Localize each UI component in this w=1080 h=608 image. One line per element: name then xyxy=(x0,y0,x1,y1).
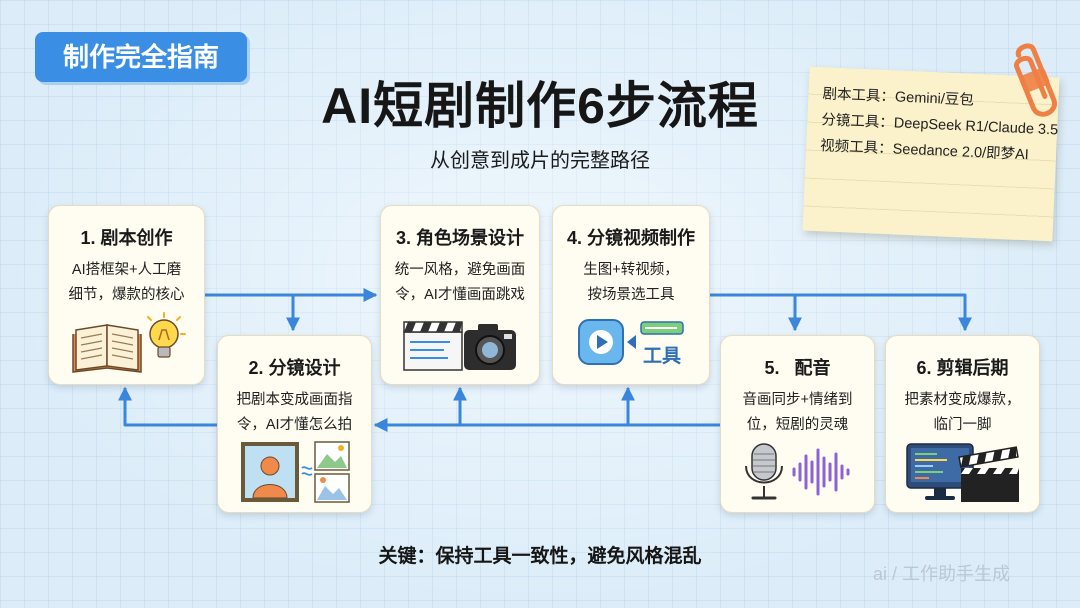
step-title: 2. 分镜设计 xyxy=(218,354,371,380)
step-desc-line: 细节，爆款的核心 xyxy=(49,283,204,304)
monitor-and-clapperboard-icon xyxy=(903,440,1023,504)
step-title: 5. 配音 xyxy=(721,354,874,380)
step-desc-line: 按场景选工具 xyxy=(553,283,709,304)
step-card-script: 1. 剧本创作 AI搭框架+人工磨 细节，爆款的核心 xyxy=(48,205,205,385)
book-and-lightbulb-icon xyxy=(67,310,187,374)
step-title: 1. 剧本创作 xyxy=(49,224,204,250)
step-title: 4. 分镜视频制作 xyxy=(553,224,709,250)
step-desc-line: 位，短剧的灵魂 xyxy=(721,413,874,434)
arrow-step2-to-step1 xyxy=(125,388,217,425)
step-desc-line: 令，AI才懂画面跳戏 xyxy=(381,283,539,304)
microphone-soundwave-icon xyxy=(738,440,858,504)
storyboard-picture-icon xyxy=(235,440,355,504)
step-desc-line: 生图+转视频， xyxy=(553,258,709,279)
step-card-character-scene: 3. 角色场景设计 统一风格，避免画面 令，AI才懂画面跳戏 xyxy=(380,205,540,385)
video-tool-icon: 工具 xyxy=(571,310,691,374)
step-card-post-editing: 6. 剪辑后期 把素材变成爆款， 临门一脚 xyxy=(885,335,1040,513)
step-desc-line: 临门一脚 xyxy=(886,413,1039,434)
step-desc-line: 统一风格，避免画面 xyxy=(381,258,539,279)
step-desc-line: AI搭框架+人工磨 xyxy=(49,258,204,279)
step-desc-line: 把素材变成爆款， xyxy=(886,388,1039,409)
step-card-storyboard: 2. 分镜设计 把剧本变成画面指 令，AI才懂怎么拍 xyxy=(217,335,372,513)
step-title: 6. 剪辑后期 xyxy=(886,354,1039,380)
step-card-video-production: 4. 分镜视频制作 生图+转视频， 按场景选工具 工具 xyxy=(552,205,710,385)
watermark: ai / 工作助手生成 xyxy=(873,560,1010,586)
arrow-step4-to-step6 xyxy=(710,295,965,330)
tool-label: 工具 xyxy=(643,345,681,367)
clapperboard-and-camera-icon xyxy=(400,310,520,374)
step-title: 3. 角色场景设计 xyxy=(381,224,539,250)
step-card-voiceover: 5. 配音 音画同步+情绪到 位，短剧的灵魂 xyxy=(720,335,875,513)
step-desc-line: 音画同步+情绪到 xyxy=(721,388,874,409)
step-desc-line: 把剧本变成画面指 xyxy=(218,388,371,409)
step-desc-line: 令，AI才懂怎么拍 xyxy=(218,413,371,434)
